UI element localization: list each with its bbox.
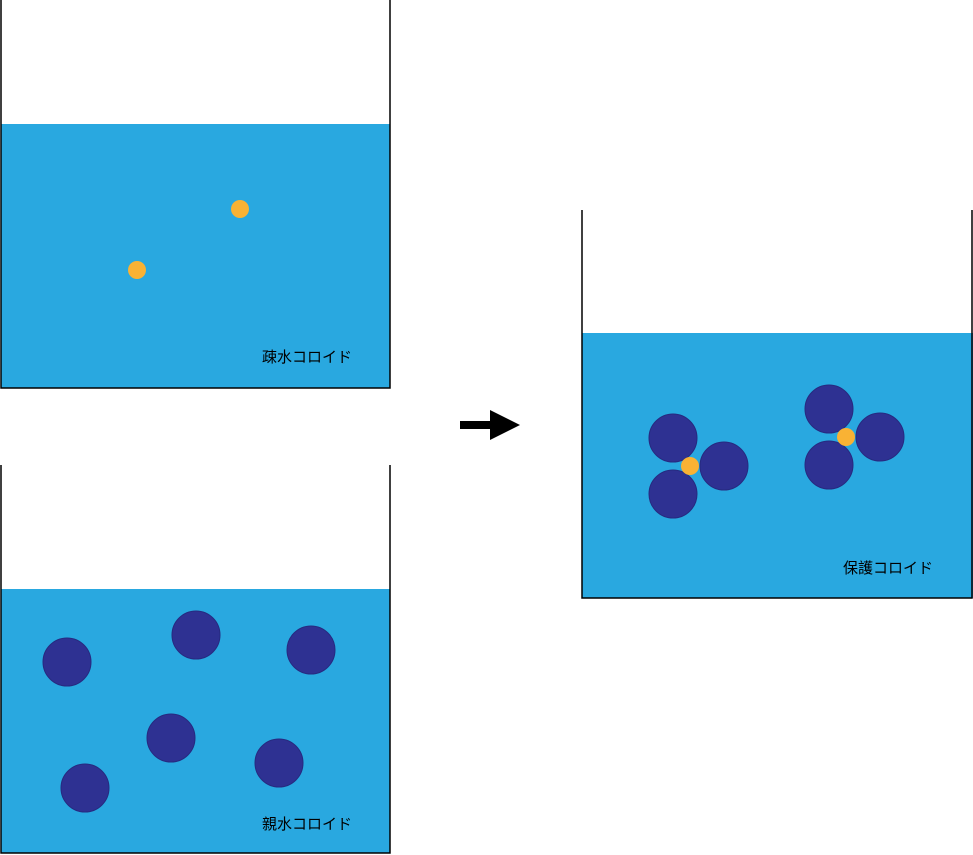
- label-hydrophilic: 親水コロイド: [262, 815, 352, 833]
- hydrophobic-particle: [231, 200, 249, 218]
- right-arrow-icon: [460, 410, 520, 440]
- hydrophilic-particle: [171, 610, 221, 660]
- protected-cluster: [804, 384, 905, 490]
- beaker-outline-protective: [581, 210, 973, 599]
- hydrophilic-particle: [699, 441, 749, 491]
- hydrophilic-particle: [648, 469, 698, 519]
- hydrophilic-particle: [648, 413, 698, 463]
- protected-cluster: [648, 413, 749, 519]
- beaker-outline-hydrophilic: [0, 465, 391, 854]
- label-hydrophobic: 疎水コロイド: [262, 348, 352, 366]
- beaker-hydrophobic: 疎水コロイド: [0, 0, 391, 389]
- hydrophilic-particle: [254, 738, 304, 788]
- hydrophilic-particle: [60, 763, 110, 813]
- water-hydrophobic: [1, 124, 390, 388]
- hydrophilic-particle: [804, 384, 854, 434]
- hydrophilic-particle: [146, 713, 196, 763]
- water-protective: [582, 333, 973, 598]
- hydrophilic-particle: [804, 440, 854, 490]
- beaker-outline-hydrophobic: [0, 0, 391, 389]
- label-protective: 保護コロイド: [843, 559, 933, 577]
- beaker-hydrophilic: 親水コロイド: [0, 465, 391, 854]
- hydrophilic-particle: [286, 625, 336, 675]
- hydrophilic-particle: [42, 637, 92, 687]
- hydrophobic-particle: [681, 457, 699, 475]
- hydrophobic-particle: [837, 428, 855, 446]
- beaker-protective: 保護コロイド: [581, 210, 973, 599]
- hydrophilic-particle: [855, 412, 905, 462]
- hydrophobic-particle: [128, 261, 146, 279]
